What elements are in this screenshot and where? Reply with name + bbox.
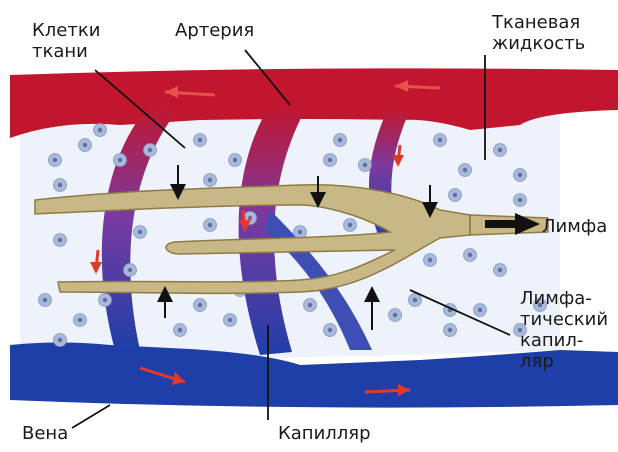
tissue-cell-nucleus — [78, 318, 82, 322]
tissue-cell-nucleus — [438, 138, 442, 142]
tissue-cell-nucleus — [453, 193, 457, 197]
tissue-cell-nucleus — [518, 198, 522, 202]
tissue-cell-nucleus — [43, 298, 47, 302]
tissue-cell-nucleus — [463, 168, 467, 172]
tissue-cell-nucleus — [478, 308, 482, 312]
tissue-cell-nucleus — [58, 183, 62, 187]
tissue-cell-nucleus — [428, 258, 432, 262]
tissue-cell-nucleus — [103, 298, 107, 302]
label-tissue-cells: Клетки ткани — [32, 20, 100, 62]
tissue-cell-nucleus — [328, 328, 332, 332]
tissue-cell-nucleus — [248, 216, 252, 220]
tissue-cell-nucleus — [118, 158, 122, 162]
label-lymphatic-capillary: Лимфа- тический капил- ляр — [520, 288, 608, 372]
tissue-cell-nucleus — [53, 158, 57, 162]
tissue-cell-nucleus — [298, 230, 302, 234]
label-capillary: Капилляр — [278, 423, 371, 444]
tissue-cell-nucleus — [208, 178, 212, 182]
tissue-cell-nucleus — [348, 223, 352, 227]
tissue-cell-nucleus — [198, 303, 202, 307]
tissue-cell-nucleus — [413, 298, 417, 302]
tissue-cell-nucleus — [393, 313, 397, 317]
tissue-cell-nucleus — [468, 253, 472, 257]
tissue-cell-nucleus — [228, 318, 232, 322]
tissue-cell-nucleus — [338, 138, 342, 142]
label-vein: Вена — [22, 423, 68, 444]
tissue-cell-nucleus — [178, 328, 182, 332]
tissue-cell-nucleus — [448, 328, 452, 332]
tissue-cell-nucleus — [198, 138, 202, 142]
tissue-cell-nucleus — [233, 158, 237, 162]
tissue-cell-nucleus — [208, 223, 212, 227]
tissue-cell-nucleus — [138, 230, 142, 234]
tissue-cell-nucleus — [498, 268, 502, 272]
tissue-cell-nucleus — [98, 128, 102, 132]
pointer-vein — [72, 405, 110, 428]
label-interstitial-fluid: Тканевая жидкость — [492, 12, 585, 54]
tissue-cell-nucleus — [308, 303, 312, 307]
tissue-cell-nucleus — [498, 148, 502, 152]
tissue-cell-nucleus — [363, 163, 367, 167]
label-lymph: Лимфа — [542, 216, 607, 237]
label-artery: Артерия — [175, 20, 254, 41]
tissue-cell-nucleus — [328, 158, 332, 162]
tissue-cell-nucleus — [58, 338, 62, 342]
tissue-cell-nucleus — [128, 268, 132, 272]
tissue-cell-nucleus — [83, 143, 87, 147]
tissue-cell-nucleus — [148, 148, 152, 152]
tissue-cell-nucleus — [58, 238, 62, 242]
tissue-cell-nucleus — [518, 173, 522, 177]
